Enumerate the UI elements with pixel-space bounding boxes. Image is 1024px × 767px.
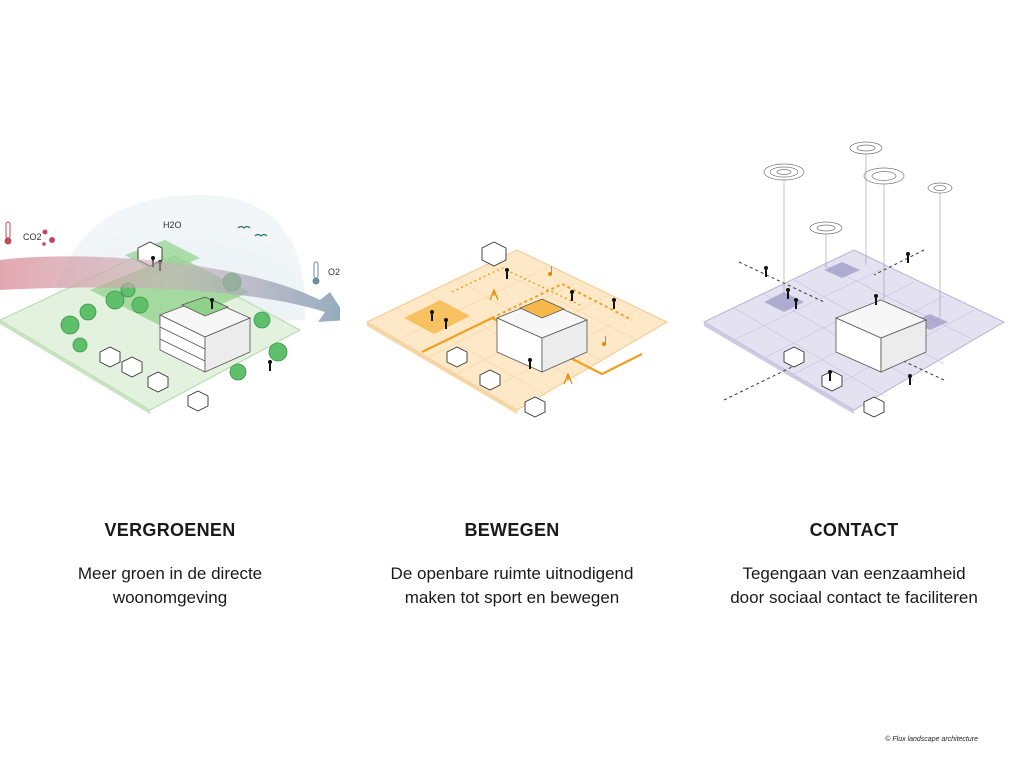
- sports-field: [404, 300, 470, 334]
- birds-icon: [237, 225, 268, 237]
- music-note-icon: [548, 266, 606, 346]
- main-building: [834, 299, 928, 373]
- description-line: door sociaal contact te faciliteren: [730, 588, 978, 607]
- copyright-credit: © Flux landscape architecture: [885, 736, 978, 743]
- description-line: maken tot sport en bewegen: [404, 588, 620, 607]
- co2-label: CO2: [23, 232, 42, 242]
- signal-rings: [763, 141, 953, 235]
- description-line: woonomgeving: [112, 588, 228, 607]
- main-building: [158, 296, 252, 373]
- houses: [783, 346, 885, 418]
- description-line: Tegengaan van eenzaamheid: [742, 564, 966, 583]
- heading-contact: CONTACT: [809, 520, 899, 540]
- heading-bewegen: BEWEGEN: [464, 520, 560, 540]
- vergroenen-illustration: CO2 H2O O2: [0, 195, 340, 414]
- panel-vergroenen: CO2 H2O O2 VERGROENEN Meer groen in de d…: [0, 0, 340, 767]
- thermometer-cool-icon: [312, 261, 320, 285]
- people: [430, 268, 616, 369]
- co2-bubbles: [42, 229, 55, 246]
- contact-illustration: [702, 141, 1006, 418]
- swing-icon: [489, 288, 573, 385]
- thermometer-hot-icon: [4, 221, 12, 245]
- air-flow-arrow: [0, 256, 340, 322]
- heading-vergroenen: VERGROENEN: [104, 520, 236, 540]
- description-vergroenen: Meer groen in de directe woonomgeving: [0, 562, 340, 610]
- bewegen-illustration: [365, 241, 669, 418]
- description-contact: Tegengaan van eenzaamheid door sociaal c…: [684, 562, 1024, 610]
- description-line: Meer groen in de directe: [77, 564, 263, 583]
- panel-contact: CONTACT Tegengaan van eenzaamheid door s…: [684, 0, 1024, 767]
- description-bewegen: De openbare ruimte uitnodigend maken tot…: [342, 562, 682, 610]
- people: [764, 252, 912, 385]
- houses: [446, 241, 546, 418]
- h2o-label: H2O: [163, 220, 182, 230]
- panel-bewegen: BEWEGEN De openbare ruimte uitnodigend m…: [342, 0, 682, 767]
- o2-label: O2: [328, 267, 340, 277]
- description-line: De openbare ruimte uitnodigend: [390, 564, 634, 583]
